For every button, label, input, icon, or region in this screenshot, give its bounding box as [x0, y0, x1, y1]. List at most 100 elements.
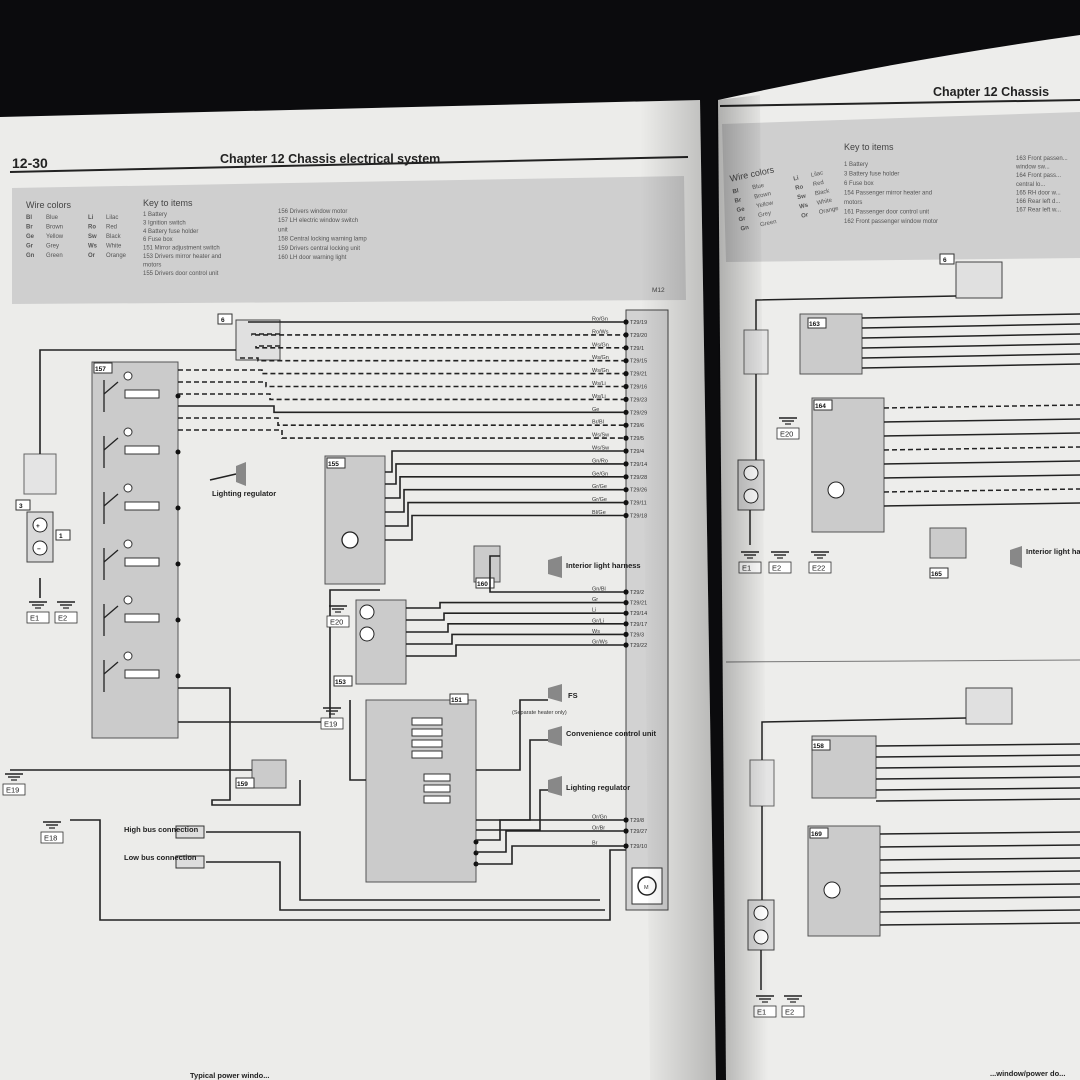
wire-color-name: Red: [812, 180, 824, 188]
wire-color-code: Sw: [797, 193, 807, 201]
connector-pin: [623, 383, 629, 390]
connector-pin: [623, 610, 629, 616]
wire-code: Bl/Ge: [592, 510, 606, 516]
chapter-title: Chapter 12 Chassis electrical system: [220, 152, 440, 166]
wire-code: Gn/Ro: [592, 458, 608, 464]
connector-pin: [623, 396, 629, 402]
wire-code: Br/Bl: [592, 420, 604, 426]
connector-pin: [623, 474, 629, 480]
key-item: 159 Drivers central locking unit: [278, 246, 360, 252]
label-interior-light-harness: Interior light harness: [566, 561, 641, 570]
wire-code: Ge: [592, 407, 599, 413]
svg-text:157: 157: [95, 366, 106, 373]
wire: [476, 789, 548, 831]
connector-pin: [623, 487, 629, 493]
key-item: 166 Rear left d...: [1016, 199, 1061, 205]
lamp-icon: [123, 539, 133, 549]
wire-color-code: Gn: [26, 253, 35, 259]
mirror-switch-contacts: [411, 717, 479, 867]
bottom-caption-right: ...window/power do...: [990, 1069, 1065, 1078]
wire-code: Gn/Bl: [592, 587, 606, 593]
label-fs: FS: [568, 691, 578, 700]
connector-pin-label: T29/21: [630, 601, 647, 607]
wire-code: Gr: [592, 597, 598, 603]
connector-pin-label: T29/8: [630, 818, 644, 824]
wire: [883, 474, 1080, 479]
item-160-warning-light: [473, 545, 501, 583]
wire: [861, 343, 1080, 349]
wire-color-name: Orange: [106, 253, 127, 259]
wire-code: Or/Gn: [592, 815, 607, 821]
wire-color-code: Sw: [88, 234, 97, 240]
connector-pin-label: T29/5: [630, 436, 644, 442]
connector-pin: [623, 371, 629, 377]
terminal: [175, 505, 181, 511]
item-169-control-unit: [807, 825, 881, 937]
label-separate-heater: (Separate heater only): [512, 710, 567, 716]
ground-label: E2: [772, 564, 781, 573]
key-item: 162 Front passenger window motor: [844, 219, 938, 225]
svg-text:6: 6: [943, 257, 947, 264]
wire-code: Gr/Li: [592, 618, 604, 624]
wire: [861, 323, 1080, 329]
connector-pin: [623, 500, 629, 506]
connector-pin: [623, 642, 629, 648]
label-lighting-regulator-2: Lighting regulator: [566, 783, 630, 792]
wire: [178, 393, 624, 401]
wire: [240, 357, 624, 362]
connector-pin-label: T29/16: [630, 385, 647, 391]
connector-pin: [623, 358, 629, 364]
lamp-icon: [123, 427, 133, 437]
wire: [875, 754, 1080, 758]
bottom-caption: Typical power windo...: [190, 1071, 269, 1080]
wire: [385, 463, 624, 485]
item-6-fuse-box-right: [955, 261, 1003, 299]
resistor: [423, 795, 451, 804]
connector-pin-label: T29/28: [630, 475, 647, 481]
resistor: [411, 717, 443, 726]
wire: [875, 743, 1080, 747]
connector-pin-label: T29/17: [630, 622, 647, 628]
wire: [178, 589, 380, 723]
wire-code: Ws/Gn: [592, 355, 609, 361]
resistor: [124, 669, 160, 679]
connector-pin-label: T29/1: [630, 346, 644, 352]
svg-text:158: 158: [813, 743, 824, 750]
wire: [406, 633, 624, 645]
connector-pin: [623, 422, 629, 428]
wire: [883, 432, 1080, 437]
key-item: 1 Battery: [143, 212, 167, 218]
wire-color-code: Or: [88, 253, 96, 259]
wire-code: Ro/Ws: [592, 329, 609, 335]
lamp-icon: [123, 483, 133, 493]
connector-pin-label: T29/4: [630, 449, 644, 455]
ground-label: E1: [30, 614, 39, 623]
connector-pin-label: T29/26: [630, 488, 647, 494]
wire: [206, 831, 600, 901]
key-item: 164 Front pass...: [1016, 173, 1061, 179]
wire: [406, 601, 624, 609]
connector-pin: [623, 345, 629, 351]
key-item: 6 Fuse box: [143, 237, 173, 243]
wire-color-name: Grey: [46, 244, 59, 250]
wire: [178, 369, 624, 375]
item-165-warning-light: [929, 527, 967, 559]
wire-color-name: Yellow: [756, 200, 775, 210]
wire-code: Ws/Sw: [592, 433, 609, 439]
item-164-locking-unit: [811, 397, 885, 533]
page-number: 12-30: [12, 155, 48, 171]
resistor: [124, 557, 160, 567]
connector-pin-label: T29/18: [630, 514, 647, 520]
wire-code: Gr/Ws: [592, 640, 608, 646]
lamp-icon: [123, 651, 133, 661]
ground-label: E19: [6, 786, 19, 795]
connector-pin: [623, 600, 629, 606]
connector-pin-label: T29/21: [630, 372, 647, 378]
connector-pin: [623, 512, 629, 519]
wire-color-code: Br: [26, 225, 33, 231]
key-title: Key to items: [143, 198, 193, 208]
wire-color-codes: Ro/GnRo/WsWs/GnWs/GnWs/GnWs/LiWs/LiGeBr/…: [592, 317, 609, 847]
